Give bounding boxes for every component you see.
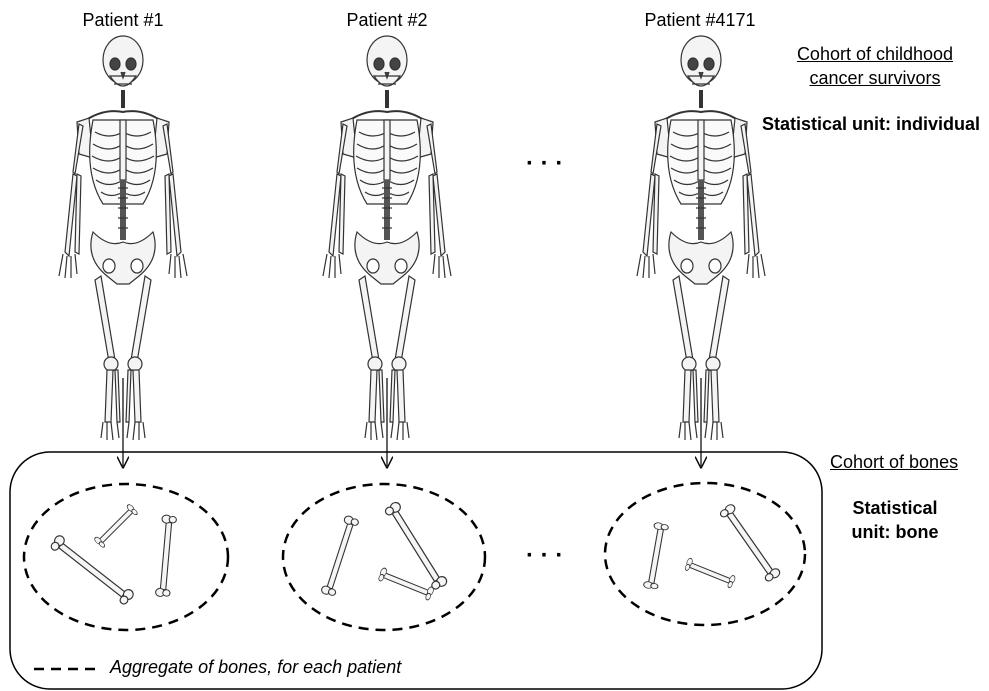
aggregate-ellipse-patient-4171 bbox=[605, 483, 805, 625]
statistical-unit-individual: Statistical unit: individual bbox=[762, 114, 980, 135]
patient-label-4171: Patient #4171 bbox=[620, 10, 780, 31]
ellipsis-bones: · · · bbox=[526, 542, 563, 570]
cohort-individuals-title-line2: cancer survivors bbox=[770, 68, 980, 89]
bones-patient-4171 bbox=[643, 503, 781, 590]
aggregate-ellipse-patient-1 bbox=[24, 484, 228, 630]
bones-patient-1 bbox=[49, 503, 177, 606]
cohort-individuals-title-line1: Cohort of childhood bbox=[770, 44, 980, 65]
cohort-bones-title: Cohort of bones bbox=[830, 452, 958, 473]
bones-patient-2 bbox=[321, 501, 449, 601]
ellipsis-skeletons: · · · bbox=[526, 150, 563, 178]
statistical-unit-bone-line1: Statistical bbox=[830, 498, 960, 519]
patient-label-1: Patient #1 bbox=[43, 10, 203, 31]
patient-label-2: Patient #2 bbox=[307, 10, 467, 31]
legend-text: Aggregate of bones, for each patient bbox=[110, 657, 401, 678]
statistical-unit-bone-line2: unit: bone bbox=[830, 522, 960, 543]
aggregate-ellipse-patient-2 bbox=[283, 484, 485, 630]
